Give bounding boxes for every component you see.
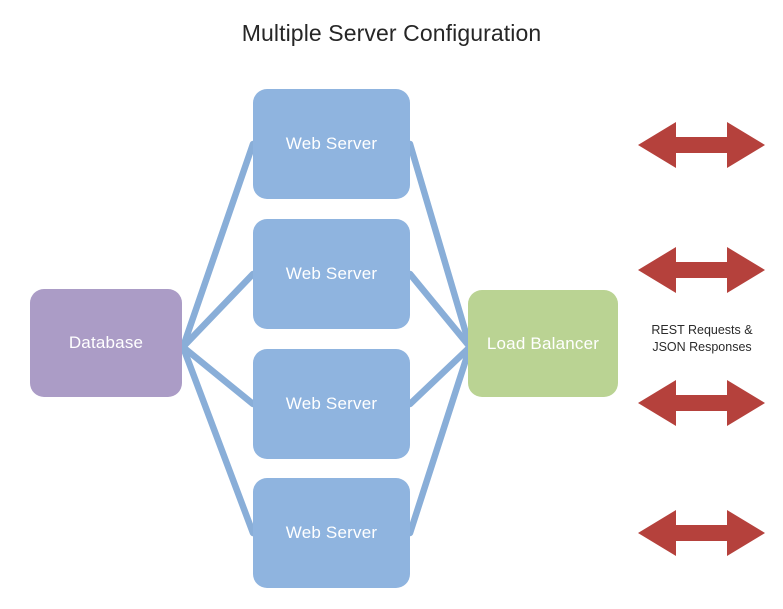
rest-label-line-1: REST Requests &	[651, 323, 753, 337]
connector-web1-lb	[406, 140, 474, 351]
double-arrow-icon-4	[638, 510, 765, 556]
rest-label-line-2: JSON Responses	[652, 340, 752, 354]
node-web-server-3-label: Web Server	[285, 394, 378, 413]
node-web-server-1-label: Web Server	[285, 134, 378, 153]
node-load-balancer[interactable]: Load Balancer	[468, 290, 618, 397]
rest-json-annotation: REST Requests & JSON Responses	[632, 322, 772, 356]
connector-db-web3	[179, 343, 257, 408]
page-title: Multiple Server Configuration	[241, 20, 542, 46]
node-web-server-1[interactable]: Web Server	[253, 89, 410, 199]
node-web-server-2[interactable]: Web Server	[253, 219, 410, 329]
connector-db-web4	[179, 343, 257, 537]
node-web-server-2-label: Web Server	[285, 264, 378, 283]
node-database-label: Database	[68, 333, 144, 352]
node-web-server-4-label: Web Server	[285, 523, 378, 542]
node-web-server-3[interactable]: Web Server	[253, 349, 410, 459]
connector-web4-lb	[406, 343, 474, 537]
connector-db-web2	[179, 270, 257, 351]
connector-web2-lb	[406, 270, 474, 351]
node-web-server-4[interactable]: Web Server	[253, 478, 410, 588]
node-database[interactable]: Database	[30, 289, 182, 397]
connector-db-web1	[179, 140, 257, 351]
node-load-balancer-label: Load Balancer	[486, 333, 600, 353]
double-arrow-icon-2	[638, 247, 765, 293]
connector-web3-lb	[406, 343, 474, 408]
double-arrow-icon-1	[638, 122, 765, 168]
double-arrow-icon-3	[638, 380, 765, 426]
